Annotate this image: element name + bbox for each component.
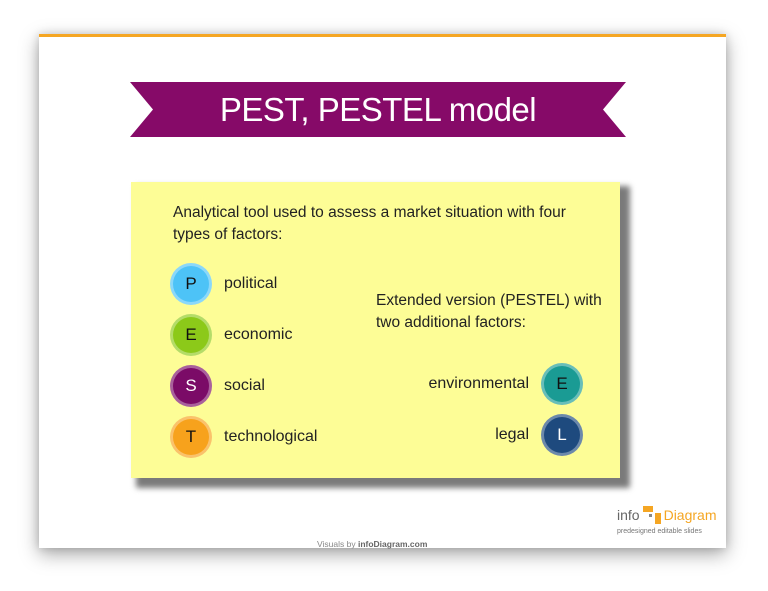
factor-environmental: environmental E <box>428 361 583 407</box>
factor-political: P political <box>170 261 277 307</box>
infodiagram-logo: info Diagram predesigned editable slides <box>617 506 727 535</box>
factor-technological: T technological <box>170 414 317 460</box>
factor-badge: P <box>170 263 212 305</box>
factor-economic: E economic <box>170 312 292 358</box>
factor-label: legal <box>495 426 529 443</box>
factor-badge: E <box>170 314 212 356</box>
page-title: PEST, PESTEL model <box>219 91 537 128</box>
factor-badge: E <box>541 363 583 405</box>
factor-label: technological <box>224 428 318 445</box>
credit-text: Visuals by infoDiagram.com <box>317 539 427 549</box>
intro-text: Analytical tool used to assess a market … <box>173 204 566 243</box>
factor-label: environmental <box>428 375 530 392</box>
extended-text: Extended version (PESTEL) with two addit… <box>376 292 602 331</box>
ribbon-shape <box>130 82 626 137</box>
factor-label: economic <box>224 326 293 343</box>
title-ribbon: PEST, PESTEL model <box>130 82 626 137</box>
factor-badge: L <box>541 414 583 456</box>
factor-badge: T <box>170 416 212 458</box>
factor-badge: S <box>170 365 212 407</box>
factor-label: social <box>224 377 265 394</box>
factor-legal: legal L <box>495 412 583 458</box>
logo-mark-icon <box>642 506 661 524</box>
top-accent-bar <box>39 34 726 37</box>
factor-social: S social <box>170 363 265 409</box>
credit-prefix: Visuals by <box>317 539 358 549</box>
credit-brand: infoDiagram.com <box>357 539 428 549</box>
sticky-note: Analytical tool used to assess a market … <box>131 182 620 478</box>
slide: PEST, PESTEL model Analytical tool used … <box>39 34 727 549</box>
logo-diagram: Diagram <box>663 507 717 523</box>
logo-info: info <box>617 507 640 523</box>
logo-tagline: predesigned editable slides <box>617 528 702 535</box>
factor-label: political <box>224 275 278 292</box>
